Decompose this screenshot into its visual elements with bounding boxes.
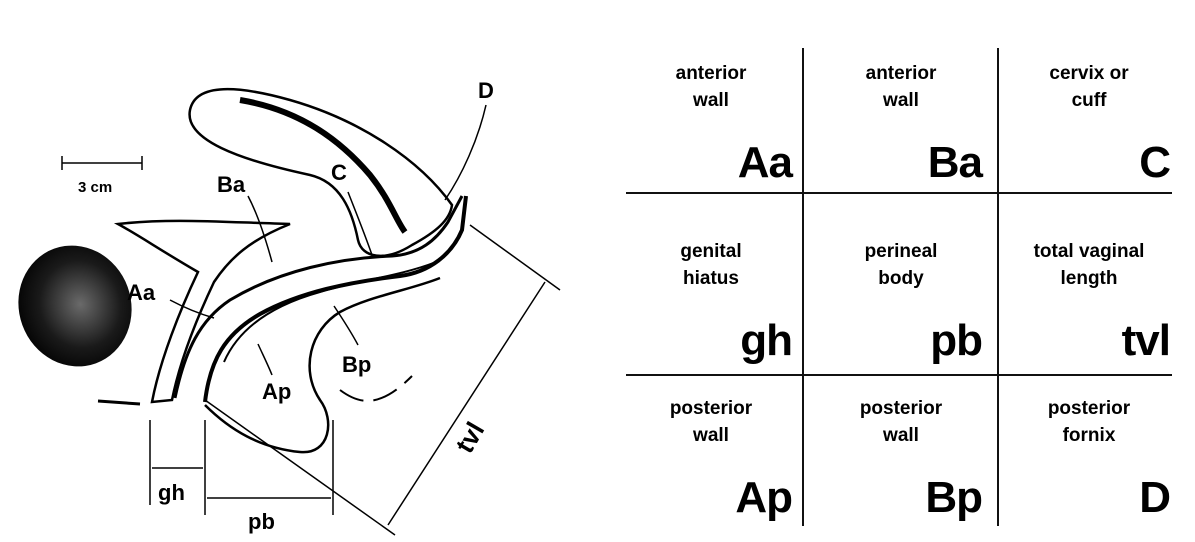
grid-cell-Ap: posterior wall Ap — [618, 375, 804, 535]
grid-cell-D: posterior fornix D — [996, 375, 1182, 535]
pelvic-anatomy-diagram: 3 cm D C — [0, 0, 610, 542]
grid-cell-code: tvl — [1122, 316, 1170, 366]
grid-cell-code: Ba — [928, 138, 982, 188]
label-Aa: Aa — [127, 280, 156, 305]
grid-cell-Ba: anterior wall Ba — [808, 40, 994, 200]
label-C: C — [331, 160, 347, 185]
label-Ba: Ba — [217, 172, 246, 197]
label-Ap: Ap — [262, 379, 291, 404]
grid-cell-Aa: anterior wall Aa — [618, 40, 804, 200]
grid-cell-C: cervix or cuff C — [996, 40, 1182, 200]
grid-cell-code: Bp — [925, 473, 982, 523]
grid-cell-code: C — [1139, 138, 1170, 188]
label-tvl: tvl — [449, 417, 490, 458]
label-gh: gh — [158, 480, 185, 505]
grid-cell-code: D — [1139, 473, 1170, 523]
grid-cell-code: gh — [740, 316, 792, 366]
point-definition-grid: anterior wall Aa anterior wall Ba cervix… — [618, 40, 1178, 525]
posterior-tissue — [205, 278, 440, 452]
grid-cell-desc: posterior wall — [618, 395, 804, 449]
grid-cell-desc: total vaginal length — [996, 238, 1182, 292]
pubic-bone — [2, 230, 149, 383]
grid-cell-desc: genital hiatus — [618, 238, 804, 292]
scale-bar — [62, 156, 142, 170]
grid-cell-desc: anterior wall — [808, 60, 994, 114]
scale-bar-label: 3 cm — [78, 179, 112, 196]
grid-cell-tvl: total vaginal length tvl — [996, 218, 1182, 378]
grid-cell-desc: posterior wall — [808, 395, 994, 449]
label-Bp: Bp — [342, 352, 371, 377]
label-pb: pb — [248, 509, 275, 534]
grid-cell-desc: posterior fornix — [996, 395, 1182, 449]
grid-cell-code: Aa — [738, 138, 792, 188]
grid-cell-gh: genital hiatus gh — [618, 218, 804, 378]
grid-cell-pb: perineal body pb — [808, 218, 994, 378]
label-D: D — [478, 78, 494, 103]
grid-cell-desc: perineal body — [808, 238, 994, 292]
grid-cell-desc: cervix or cuff — [996, 60, 1182, 114]
grid-cell-code: Ap — [735, 473, 792, 523]
grid-cell-desc: anterior wall — [618, 60, 804, 114]
grid-cell-code: pb — [930, 316, 982, 366]
measurement-lines — [150, 225, 560, 535]
grid-cell-Bp: posterior wall Bp — [808, 375, 994, 535]
